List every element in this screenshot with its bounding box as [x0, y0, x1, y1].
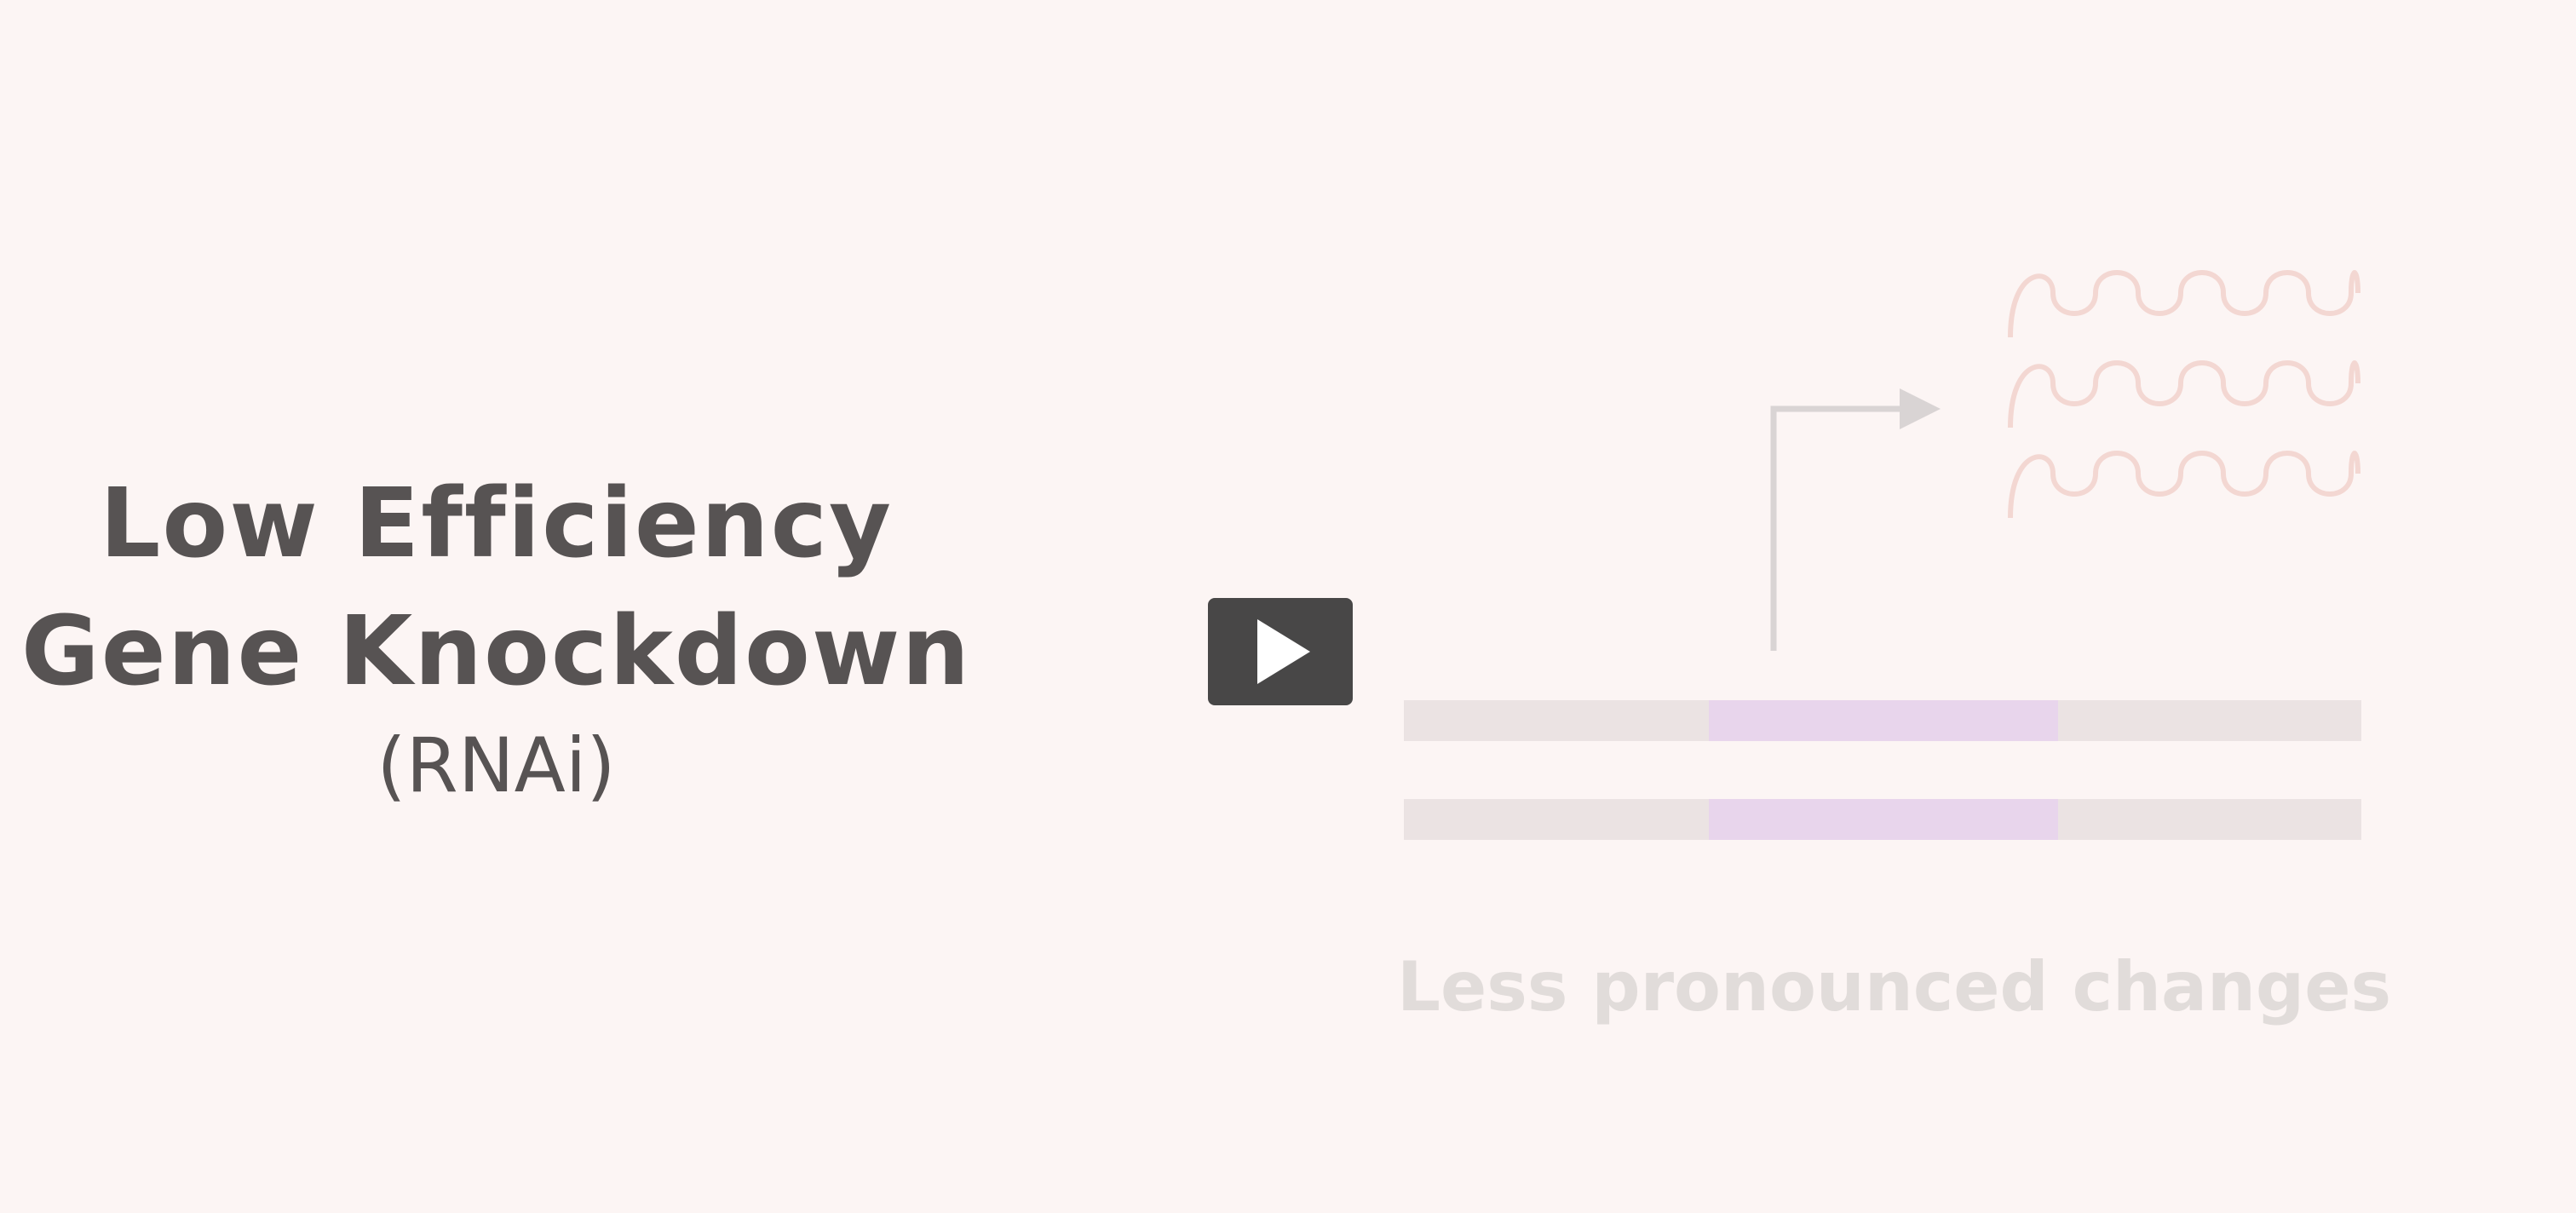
slide-title-block: Low Efficiency Gene Knockdown (RNAi)	[0, 460, 992, 819]
mrna-wave-1	[2008, 270, 2360, 338]
mrna-wave-2	[2008, 360, 2360, 428]
transcription-arrow-icon	[1770, 388, 1941, 651]
mrna-wave-3	[2008, 451, 2360, 519]
dna-target-region-bottom	[1709, 799, 2058, 840]
play-button[interactable]	[1208, 598, 1353, 705]
mrna-waves-icon	[2008, 270, 2360, 519]
slide-title-line-2: Gene Knockdown	[20, 596, 972, 707]
slide-subtitle: (RNAi)	[377, 721, 616, 809]
diagram-caption: Less pronounced changes	[1397, 947, 2392, 1026]
dna-target-region-top	[1709, 700, 2058, 741]
play-icon	[1257, 619, 1310, 684]
slide-title-line-1: Low Efficiency	[100, 469, 893, 579]
